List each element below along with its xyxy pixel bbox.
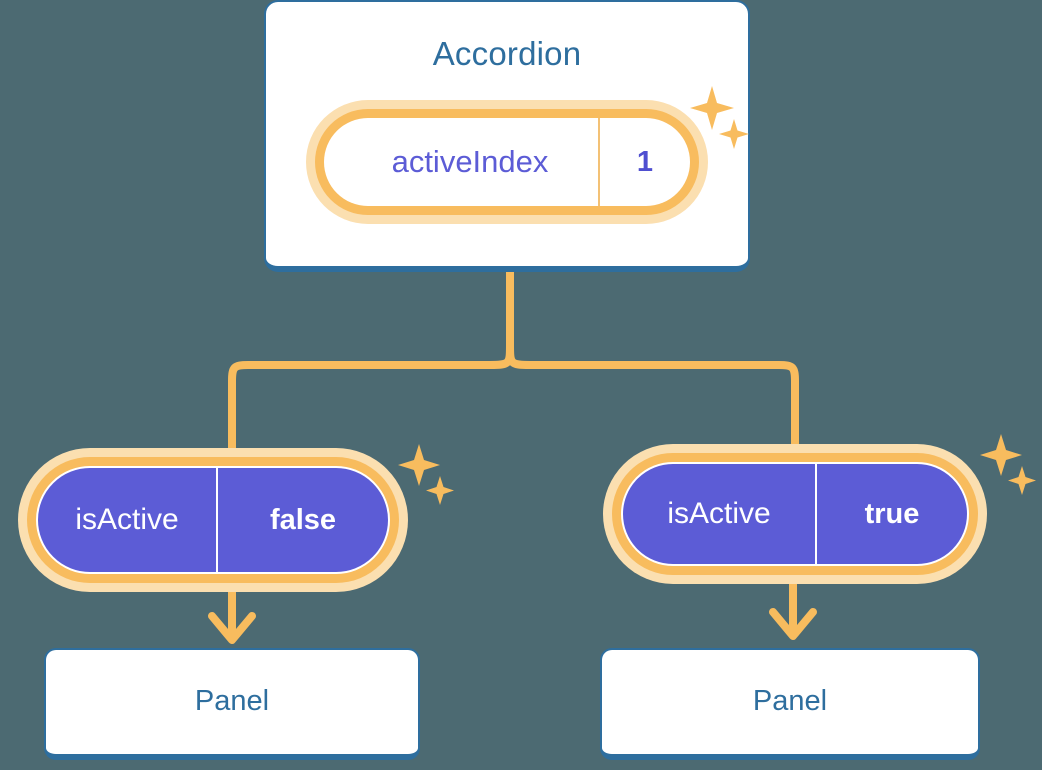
state-key-label: isActive [75,503,179,536]
panel-card-right[interactable]: Panel [600,648,980,760]
pill-body: isActive true [621,462,969,566]
state-key-label: isActive [667,497,771,530]
pill-ring: isActive false [27,457,399,583]
state-value-label: true [815,464,967,564]
connector-parent-to-children [506,268,799,456]
pill-body: isActive false [36,466,390,574]
state-pill-active-index[interactable]: activeIndex 1 [306,100,708,224]
state-pill-is-active-false[interactable]: isActive false [18,448,408,592]
state-key-label: activeIndex [391,144,549,179]
state-pill-is-active-true[interactable]: isActive true [603,444,987,584]
pill-ring: activeIndex 1 [315,109,699,215]
connector-parent-to-left-child [228,340,514,460]
panel-title: Panel [752,684,828,717]
arrow-right-child-to-panel [769,580,817,640]
arrow-left-child-to-panel [208,586,256,644]
state-value-label: false [216,468,388,572]
panel-card-left[interactable]: Panel [44,648,420,760]
state-value-label: 1 [598,118,690,206]
pill-body: activeIndex 1 [324,118,690,206]
pill-ring: isActive true [612,453,978,575]
panel-title: Panel [194,684,270,717]
page-title: Accordion [432,35,582,72]
